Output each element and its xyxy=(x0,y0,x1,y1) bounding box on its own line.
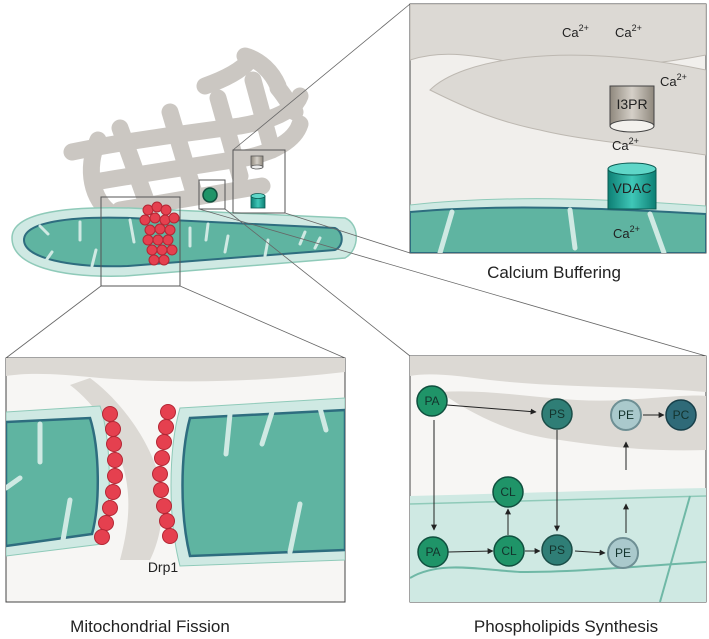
drp1-beads xyxy=(94,404,178,545)
er-overview xyxy=(63,47,309,223)
vdac-channel-icon: VDAC xyxy=(607,162,657,210)
vdac-mini-icon xyxy=(250,193,266,209)
node-pc-top: PC xyxy=(665,399,697,431)
calcium-ion-4: Ca2+ xyxy=(612,136,639,153)
calcium-ion-2: Ca2+ xyxy=(615,23,642,40)
fission-panel: Drp1 xyxy=(5,357,346,603)
calcium-ion-3: Ca2+ xyxy=(660,72,687,89)
drp1-cluster-overview xyxy=(139,201,180,266)
svg-text:CL: CL xyxy=(501,544,517,558)
node-ps-top: PS xyxy=(541,398,573,430)
drp1-label: Drp1 xyxy=(148,559,179,575)
node-pa-top: PA xyxy=(416,385,448,417)
node-ps-bottom: PS xyxy=(541,534,573,566)
connector-lines xyxy=(5,3,707,359)
node-cl-bottom: CL xyxy=(493,535,525,567)
calcium-caption: Calcium Buffering xyxy=(487,263,621,282)
ip3r-label: I3PR xyxy=(616,96,647,112)
node-cl-mid: CL xyxy=(492,476,524,508)
ip3r-mini-icon xyxy=(250,155,264,170)
svg-text:PA: PA xyxy=(425,545,440,559)
zoom-boxes xyxy=(100,149,286,287)
node-pe-bottom: PE xyxy=(607,537,639,569)
node-pa-bottom: PA xyxy=(417,536,449,568)
node-pe-top: PE xyxy=(610,399,642,431)
svg-text:PS: PS xyxy=(549,407,565,421)
svg-text:CL: CL xyxy=(500,485,516,499)
phospholipid-marker-icon xyxy=(202,187,218,203)
calcium-ion-5: Ca2+ xyxy=(613,224,640,241)
phospholipids-caption: Phospholipids Synthesis xyxy=(474,617,658,636)
ip3r-channel-icon: I3PR xyxy=(609,85,655,133)
svg-text:PA: PA xyxy=(424,394,439,408)
svg-text:PE: PE xyxy=(615,546,631,560)
fission-caption: Mitochondrial Fission xyxy=(70,617,230,636)
phospholipids-panel: PA PS PE PC CL PA CL PS xyxy=(409,355,707,603)
calcium-ion-1: Ca2+ xyxy=(562,23,589,40)
svg-text:PS: PS xyxy=(549,543,565,557)
vdac-label: VDAC xyxy=(613,180,652,196)
svg-text:PE: PE xyxy=(618,408,634,422)
mitochondrion-overview xyxy=(11,206,357,277)
calcium-panel: I3PR VDAC Ca2+ Ca2+ Ca2+ Ca2+ Ca2+ xyxy=(409,3,707,254)
svg-text:PC: PC xyxy=(673,408,690,422)
